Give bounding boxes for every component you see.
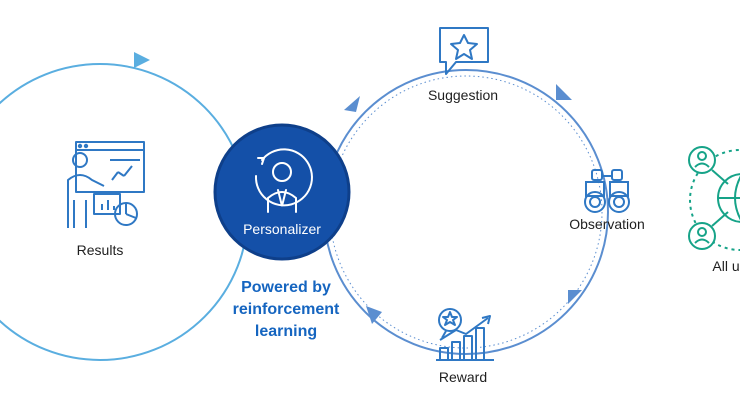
all-users-label: All u xyxy=(712,258,740,274)
tagline-line-3: learning xyxy=(254,323,318,340)
personalizer-label: Personalizer xyxy=(243,221,321,237)
tagline-line-1: Powered by xyxy=(241,279,331,296)
loop-arrow-top-right xyxy=(556,84,572,100)
feedback-loop-inner xyxy=(329,75,603,349)
tagline: Powered by reinforcement learning xyxy=(233,277,340,343)
users-network-icon xyxy=(688,146,740,251)
binoculars-icon xyxy=(584,169,630,213)
reward-chart-icon xyxy=(436,308,494,361)
feedback-loop-outer xyxy=(323,69,609,355)
results-loop-circle xyxy=(0,63,249,361)
results-loop-arrow xyxy=(134,52,150,68)
reward-label: Reward xyxy=(438,369,488,385)
suggestion-label: Suggestion xyxy=(427,87,499,103)
loop-arrow-top-left xyxy=(344,96,360,112)
loop-arrow-bottom-right xyxy=(568,290,582,304)
results-label: Results xyxy=(76,242,124,258)
tagline-line-2: reinforcement xyxy=(232,301,340,318)
presentation-icon xyxy=(67,141,145,228)
person-icon xyxy=(254,148,313,213)
star-chat-icon xyxy=(439,27,489,75)
loop-arrow-bottom-left xyxy=(366,306,382,324)
observation-label: Observation xyxy=(569,216,645,232)
